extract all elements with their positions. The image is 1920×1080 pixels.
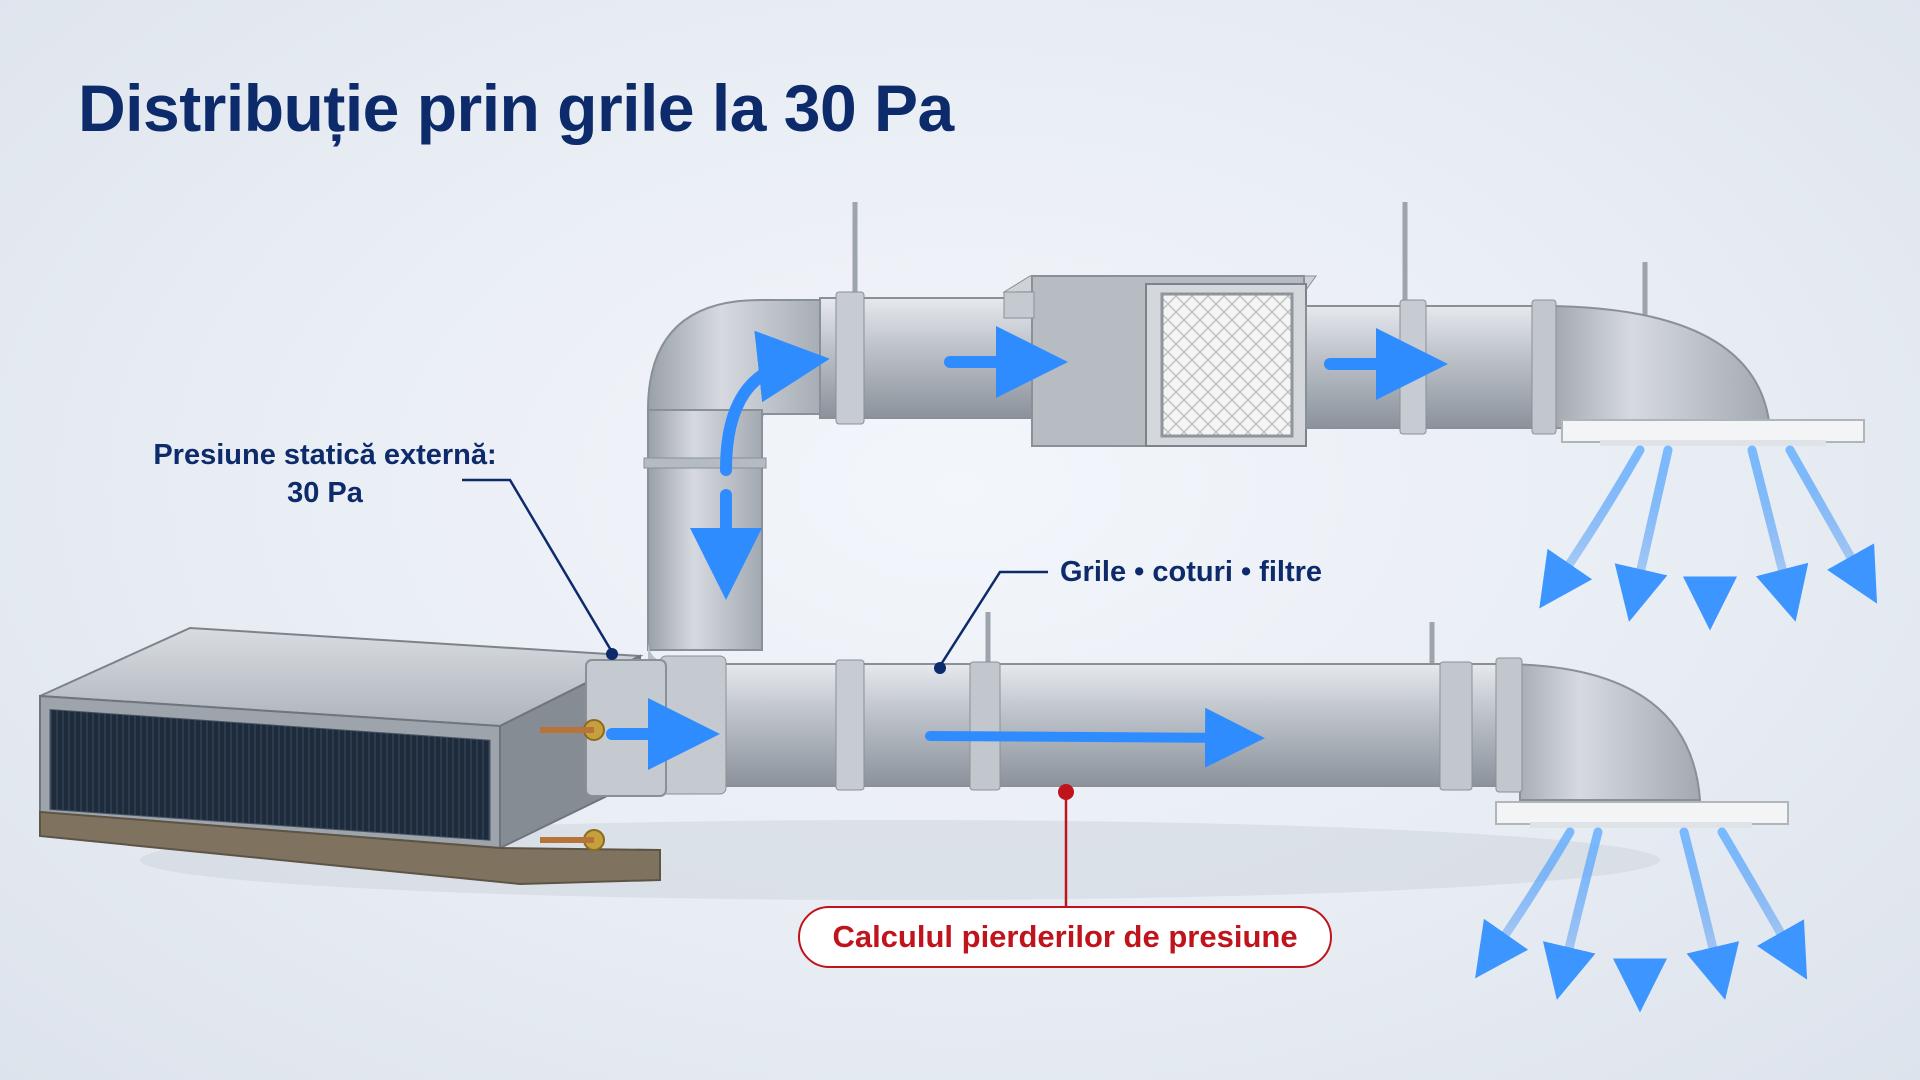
- page-title: Distribuție prin grile la 30 Pa: [78, 71, 954, 145]
- vertical-riser-duct: [647, 409, 763, 651]
- ceiling-diffuser-icon-lower: [1495, 801, 1789, 828]
- lower-discharge-airflow: [1475, 827, 1808, 1013]
- leader-lines: [462, 478, 1074, 906]
- airflow-arrow-icon: [606, 326, 1448, 770]
- upper-discharge-airflow: [1539, 445, 1878, 631]
- pressure-loss-callout-text: Calculul pierderilor de presiune: [832, 919, 1298, 954]
- ceiling-diffuser-icon: [1561, 419, 1865, 446]
- filter-box-icon: [1002, 275, 1317, 447]
- lower-main-duct: [639, 663, 1521, 787]
- pressure-loss-callout: Calculul pierderilor de presiune: [798, 906, 1332, 968]
- static-pressure-label: Presiune statică externă: 30 Pa: [153, 439, 497, 509]
- lower-right-elbow: [1498, 662, 1702, 801]
- components-label: Grile • coturi • filtre: [1060, 556, 1323, 588]
- upper-right-elbow: [1538, 304, 1772, 431]
- fan-coil-unit-icon: [39, 626, 667, 886]
